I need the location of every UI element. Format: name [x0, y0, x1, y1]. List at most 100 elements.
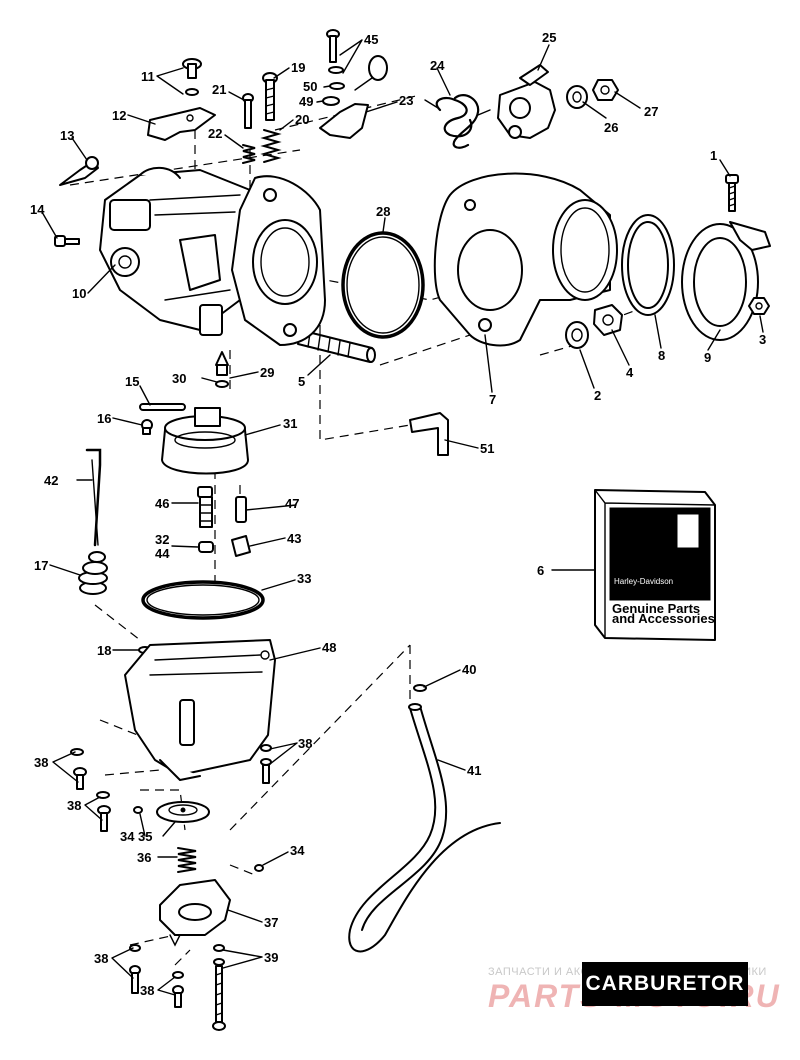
part-washer-2: [565, 321, 589, 349]
part-screw-11: [182, 58, 202, 96]
callout-4: 4: [626, 365, 634, 380]
part-washer-34b: [254, 864, 264, 872]
part-spring-36: [177, 847, 197, 873]
part-screw-38d: [129, 944, 141, 994]
part-carburetor-body-10: [99, 166, 256, 336]
callout-38-a: 38: [34, 755, 48, 770]
callout-3: 3: [759, 332, 766, 347]
callout-27: 27: [644, 104, 658, 119]
part-clip-30: [215, 380, 229, 388]
part-screw-38b: [96, 791, 111, 832]
part-washer-34a: [133, 806, 143, 814]
callout-31: 31: [283, 416, 297, 431]
callout-36: 36: [137, 850, 151, 865]
part-gasket-28: [341, 231, 425, 339]
part-loop-45: [354, 55, 388, 91]
part-throttle-lever-25: [497, 64, 556, 139]
part-clamp-9: [681, 221, 771, 341]
part-o-ring-33: [141, 580, 265, 620]
part-pump-cover-37: [159, 879, 231, 947]
callout-19: 19: [291, 60, 305, 75]
part-genuine-parts-box-6: Harley-Davidson Genuine Parts and Access…: [594, 489, 716, 641]
part-screw-16: [141, 419, 153, 435]
callout-33: 33: [297, 571, 311, 586]
callout-40: 40: [462, 662, 476, 677]
part-screw-21: [242, 93, 254, 129]
part-plug-43: [231, 535, 251, 557]
part-screw-38c: [260, 744, 272, 784]
box-text-line2: and Accessories: [612, 611, 715, 626]
callout-24: 24: [430, 58, 445, 73]
callout-37: 37: [264, 915, 278, 930]
part-boot-17: [78, 551, 108, 595]
callout-28: 28: [376, 204, 390, 219]
part-pin-15: [139, 403, 186, 411]
part-screw-38e: [172, 971, 184, 1008]
part-washer-49: [322, 96, 340, 106]
part-clamp-40: [413, 684, 427, 692]
part-washer-50: [329, 82, 345, 90]
callout-14: 14: [30, 202, 45, 217]
box-brand-text: Harley-Davidson: [614, 577, 673, 586]
part-nut-4: [593, 304, 623, 336]
callout-numbers: 1 2 3 4 5 6 7 8 9 10 11 12 13 14 15 16 1…: [30, 30, 766, 998]
part-jet-47: [235, 496, 247, 523]
callout-13: 13: [60, 128, 74, 143]
part-hose-41: [348, 703, 501, 953]
callout-5: 5: [298, 374, 305, 389]
callout-47: 47: [285, 496, 299, 511]
callout-38-e: 38: [140, 983, 154, 998]
callout-15: 15: [125, 374, 139, 389]
part-needle-29: [215, 351, 229, 376]
callout-26: 26: [604, 120, 618, 135]
callout-6: 6: [537, 563, 544, 578]
callout-29: 29: [260, 365, 274, 380]
callout-39: 39: [264, 950, 278, 965]
leader-lines: [41, 39, 764, 996]
callout-34-b: 34: [290, 843, 305, 858]
part-rod-42: [85, 448, 102, 547]
callout-20: 20: [295, 112, 309, 127]
callout-22: 22: [208, 126, 222, 141]
callout-38-d: 38: [94, 951, 108, 966]
callout-49: 49: [299, 94, 313, 109]
callout-50: 50: [303, 79, 317, 94]
part-seal-ring-8: [621, 214, 675, 316]
callout-9: 9: [704, 350, 711, 365]
callout-2: 2: [594, 388, 601, 403]
callout-42: 42: [44, 473, 58, 488]
callout-38-c: 38: [298, 736, 312, 751]
callout-35: 35: [138, 829, 152, 844]
callout-8: 8: [658, 348, 665, 363]
callout-43: 43: [287, 531, 301, 546]
callout-21: 21: [212, 82, 226, 97]
callout-48: 48: [322, 640, 336, 655]
callout-17: 17: [34, 558, 48, 573]
part-screw-45: [326, 29, 344, 74]
callout-16: 16: [97, 411, 111, 426]
part-intake-adapter-7: [433, 172, 618, 347]
part-screw-19: [262, 72, 278, 121]
part-float-bowl-48: [124, 639, 276, 781]
part-diaphragm-35: [156, 801, 210, 823]
callout-32: 32: [155, 532, 169, 547]
callout-44: 44: [155, 546, 170, 561]
part-bracket-12: [147, 107, 216, 141]
box-text-line1: Genuine Parts: [612, 601, 700, 616]
callout-23: 23: [399, 93, 413, 108]
callout-11: 11: [141, 69, 155, 84]
part-float-31: [161, 407, 249, 475]
callout-30: 30: [172, 371, 186, 386]
part-washer-26: [566, 85, 588, 109]
callout-45: 45: [364, 32, 378, 47]
part-screw-13: [59, 156, 99, 186]
callout-41: 41: [467, 763, 481, 778]
callout-34-a: 34: [120, 829, 135, 844]
part-jet-32: [198, 541, 214, 553]
part-long-screw-39: [212, 944, 226, 1031]
part-spring-20: [260, 129, 282, 163]
callout-10: 10: [72, 286, 86, 301]
callout-51: 51: [480, 441, 494, 456]
box-logo-icon: [677, 514, 699, 548]
